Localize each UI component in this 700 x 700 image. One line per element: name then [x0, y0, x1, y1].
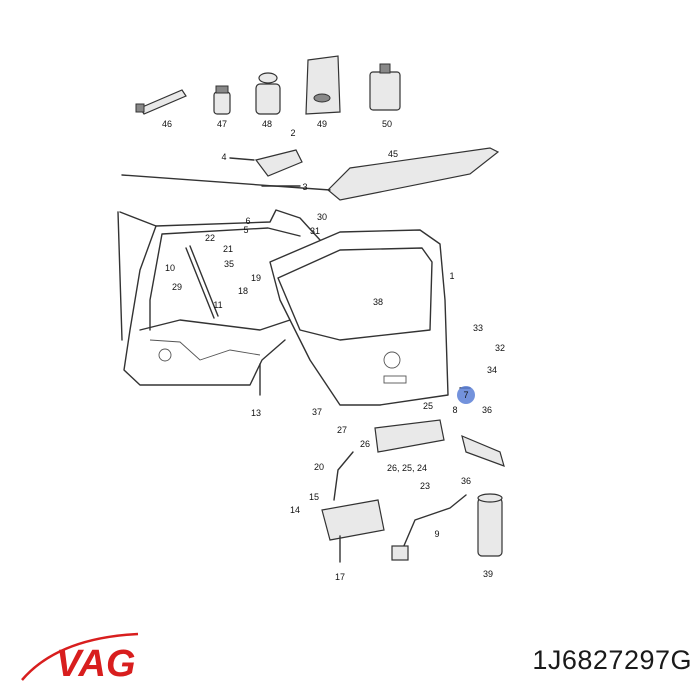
- callout: 39: [483, 569, 493, 579]
- callout: 36: [482, 405, 492, 415]
- part-pack-49: [305, 55, 341, 115]
- callout: 32: [495, 343, 505, 353]
- callout: 36: [461, 476, 471, 486]
- callout: 21: [223, 244, 233, 254]
- part-tube-46: [135, 89, 187, 115]
- callout: 10: [165, 263, 175, 273]
- car-body: [117, 174, 331, 386]
- callout: 14: [290, 505, 300, 515]
- callout: 31: [310, 226, 320, 236]
- callout: 27: [337, 425, 347, 435]
- logo-text: VAG: [56, 643, 136, 685]
- callout: 8: [452, 405, 457, 415]
- part-lock-cylinder: [461, 434, 505, 467]
- part-number: 1J6827297G: [532, 645, 692, 675]
- callout: 35: [224, 259, 234, 269]
- part-handle: [374, 419, 445, 453]
- highlight-marker: [457, 386, 475, 404]
- callout: 34: [487, 365, 497, 375]
- callout: 4: [221, 152, 226, 162]
- callout: 22: [205, 233, 215, 243]
- callout: 30: [317, 212, 327, 222]
- callout: 3: [302, 182, 307, 192]
- callout: 1: [449, 271, 454, 281]
- callout: 23: [420, 481, 430, 491]
- callout: 5: [243, 225, 248, 235]
- callout: 29: [172, 282, 182, 292]
- callout: 33: [473, 323, 483, 333]
- vag-logo: VAG: [21, 632, 139, 685]
- callout: 2: [290, 128, 295, 138]
- callout: 9: [434, 529, 439, 539]
- callout: 20: [314, 462, 324, 472]
- callout: 11: [213, 300, 222, 310]
- callout: 45: [388, 149, 398, 159]
- callout: 49: [317, 119, 327, 129]
- callout-labels: 46 47 48 49 50 2 4 3 45 30 31 22 21 10 3…: [162, 119, 505, 582]
- part-tailgate-1: [269, 229, 449, 406]
- callout: 26, 25, 24: [387, 463, 427, 473]
- callout: 13: [251, 408, 261, 418]
- part-canister-50: [369, 63, 401, 111]
- callout: 25: [423, 401, 433, 411]
- callout: 46: [162, 119, 172, 129]
- part-hinge-2: [254, 149, 303, 177]
- callout: 47: [217, 119, 227, 129]
- callout: 37: [312, 407, 322, 417]
- part-spoiler-45: [327, 147, 500, 201]
- callout: 17: [335, 572, 345, 582]
- callout: 26: [360, 439, 370, 449]
- callout: 7: [463, 390, 468, 400]
- part-bottle-47: [213, 85, 231, 115]
- part-can-48: [255, 72, 281, 115]
- part-gas-strut: [185, 247, 215, 319]
- callout: 48: [262, 119, 272, 129]
- part-cylinder-39: [477, 493, 503, 557]
- part-latch-14: [321, 499, 385, 541]
- callout: 6: [245, 216, 250, 226]
- callout: 38: [373, 297, 383, 307]
- callout: 19: [251, 273, 261, 283]
- callout: 18: [238, 286, 248, 296]
- callout: 15: [309, 492, 319, 502]
- callout: 50: [382, 119, 392, 129]
